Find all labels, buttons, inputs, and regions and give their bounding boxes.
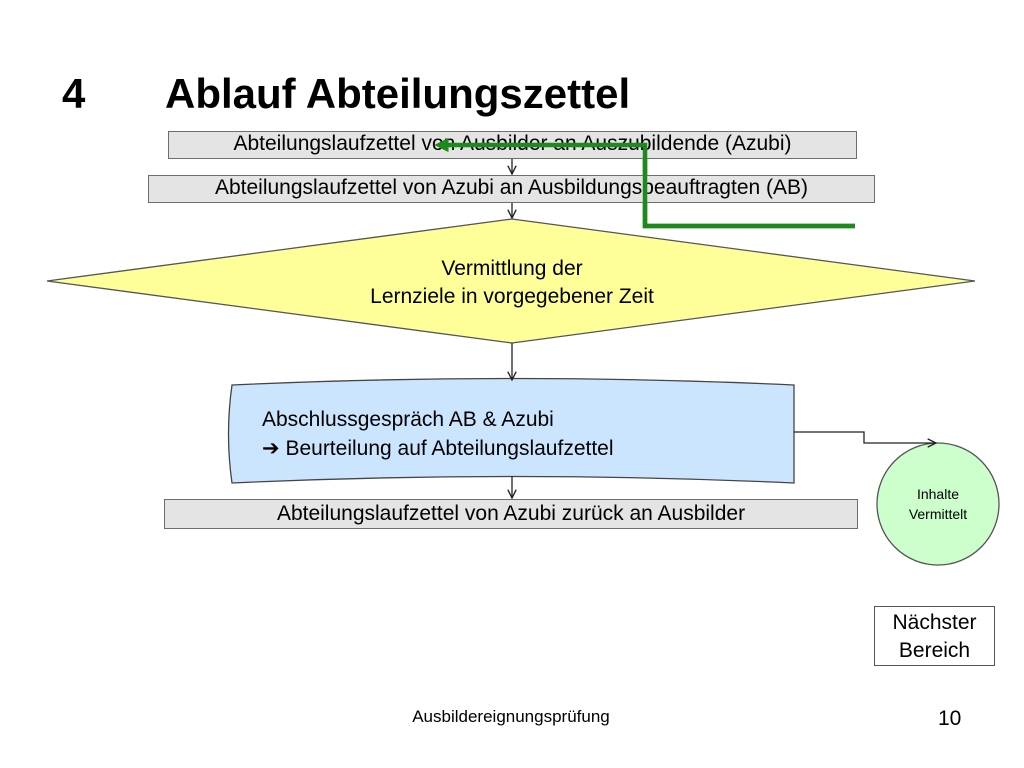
connector-line-2: Vermittelt xyxy=(908,506,968,522)
next-area-box: Nächster Bereich xyxy=(874,606,995,666)
decision-label: Vermittlung der Lernziele in vorgegebene… xyxy=(262,255,762,311)
next-area-line-1: Nächster xyxy=(892,611,977,634)
decision-line-1: Vermittlung der xyxy=(441,257,583,280)
process-shape xyxy=(227,377,795,484)
arrow-process-to-circle xyxy=(794,431,936,443)
connector-circle xyxy=(876,442,1000,566)
footer-label: Ausbildereignungsprüfung xyxy=(412,707,610,726)
decision-line-2: Lernziele in vorgegebener Zeit xyxy=(370,285,654,308)
step-ausbilder-to-azubi: Abteilungslaufzettel von Ausbilder an Au… xyxy=(168,131,857,159)
process-line-2: Beurteilung auf Abteilungslaufzettel xyxy=(285,437,614,460)
slide-title: Ablauf Abteilungszettel xyxy=(165,70,631,117)
page-number: 10 xyxy=(938,707,962,730)
right-arrow-icon: ➔ xyxy=(262,437,280,460)
step-azubi-back-to-ausbilder: Abteilungslaufzettel von Azubi zurück an… xyxy=(164,499,858,529)
process-label: Abschlussgespräch AB & Azubi ➔ Beurteilu… xyxy=(232,381,794,483)
process-line-2-row: ➔ Beurteilung auf Abteilungslaufzettel xyxy=(262,434,794,463)
process-line-1: Abschlussgespräch AB & Azubi xyxy=(262,408,554,431)
slide-number: 4 xyxy=(62,70,86,117)
connector-label: Inhalte Vermittelt xyxy=(877,484,999,524)
step-azubi-to-ab: Abteilungslaufzettel von Azubi an Ausbil… xyxy=(148,175,875,203)
next-area-line-2: Bereich xyxy=(898,639,971,662)
connector-line-1: Inhalte xyxy=(916,486,960,502)
